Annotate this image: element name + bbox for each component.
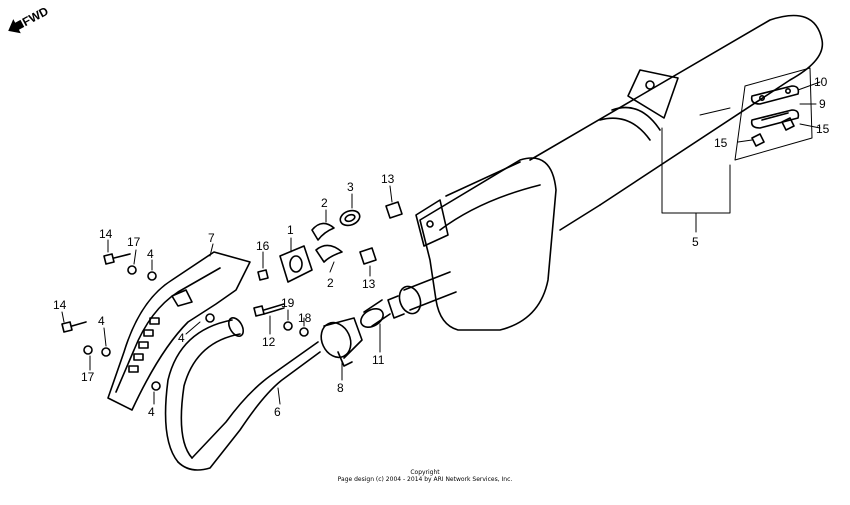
- fwd-label: FWD: [20, 4, 51, 29]
- callout-19: 19: [281, 296, 295, 310]
- leader-lines: [61, 81, 821, 405]
- callout-2: 2: [321, 196, 328, 210]
- callout-15: 15: [816, 122, 830, 136]
- callout-labels: 1 2 2 3 4 4 4 4 5 6 7 8 9 10 11 12 13 13…: [53, 75, 830, 419]
- callout-14: 14: [99, 227, 113, 241]
- collar-halves: [311, 222, 343, 263]
- hanger-parts: [661, 67, 813, 233]
- copyright-heading: Copyright: [410, 469, 440, 476]
- exhaust-pipe: [164, 317, 321, 471]
- exhaust-flange: [279, 245, 313, 283]
- callout-11: 11: [372, 353, 385, 367]
- muffler-assembly: [387, 14, 824, 331]
- callout-3: 3: [347, 180, 354, 194]
- callout-2: 2: [327, 276, 334, 290]
- callout-10: 10: [814, 75, 828, 89]
- callout-13: 13: [381, 172, 395, 186]
- callout-5: 5: [692, 235, 699, 249]
- callout-16: 16: [256, 239, 270, 253]
- callout-13: 13: [362, 277, 376, 291]
- heat-shield: [107, 251, 251, 411]
- callout-4: 4: [178, 331, 185, 345]
- callout-9: 9: [819, 97, 826, 111]
- fasteners: [61, 201, 403, 391]
- callout-7: 7: [208, 231, 215, 245]
- callout-17: 17: [81, 370, 95, 384]
- callout-8: 8: [337, 381, 344, 395]
- joint-clamp: [320, 317, 363, 367]
- callout-17: 17: [127, 235, 141, 249]
- forward-arrow-icon: [8, 19, 25, 34]
- callout-1: 1: [287, 223, 294, 237]
- callout-4: 4: [98, 314, 105, 328]
- callout-6: 6: [274, 405, 281, 419]
- gasket-sleeve: [360, 299, 391, 328]
- forward-direction-indicator: FWD: [8, 4, 51, 34]
- callout-15: 15: [714, 136, 728, 150]
- callout-14: 14: [53, 298, 67, 312]
- callout-4: 4: [147, 247, 154, 261]
- callout-4: 4: [148, 405, 155, 419]
- copyright-notice: Page design (c) 2004 - 2014 by ARI Netwo…: [337, 476, 513, 483]
- callout-12: 12: [262, 335, 276, 349]
- gasket-ring: [339, 209, 361, 227]
- callout-18: 18: [298, 311, 312, 325]
